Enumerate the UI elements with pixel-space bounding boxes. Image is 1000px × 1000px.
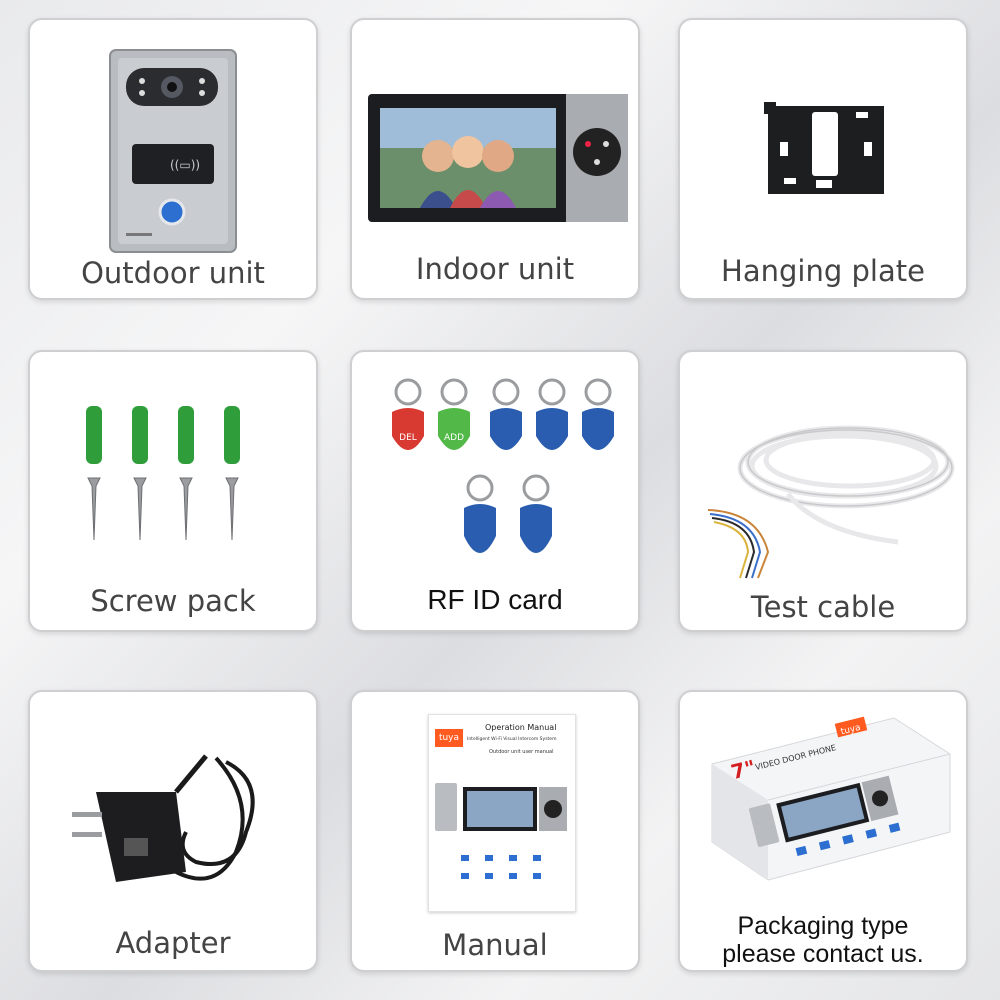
test-cable-label: Test cable (750, 590, 896, 624)
rfid-card-label: RF ID card (427, 584, 563, 615)
hanging-plate-label: Hanging plate (721, 254, 925, 288)
manual-section: Outdoor unit user manual (489, 749, 554, 755)
adapter-image (72, 754, 255, 882)
card-test-cable: Test cable (678, 350, 968, 632)
manual-subtitle: Intelligent Wi-Fi Visual Intercom System (467, 737, 557, 742)
rfid-tags-image: DEL ADD (392, 378, 614, 553)
test-cable-image (707, 425, 955, 579)
svg-text:((▭)): ((▭)) (170, 158, 200, 172)
card-rfid-card: DEL ADD RF ID card (350, 350, 640, 632)
card-screw-pack: Screw pack (28, 350, 318, 632)
card-outdoor-unit: ((▭)) Outdoor unit (28, 18, 318, 300)
manual-title: Operation Manual (485, 723, 557, 732)
add-tag-text: ADD (444, 433, 464, 443)
packaging-label-line2: please contact us. (722, 940, 924, 968)
indoor-unit-label: Indoor unit (415, 252, 575, 286)
outdoor-unit-image: ((▭)) (109, 49, 237, 253)
del-tag-text: DEL (399, 433, 417, 443)
hanging-plate-image (764, 102, 884, 194)
manual-page: tuya Operation Manual Intelligent Wi-Fi … (428, 714, 576, 912)
packaging-label: Packaging type please contact us. (680, 912, 966, 968)
packaging-box-image: tuya 7" VIDEO DOOR PHONE (711, 716, 951, 881)
box-size: 7" (729, 755, 758, 784)
manual-tuya-badge: tuya (435, 729, 463, 747)
adapter-label: Adapter (115, 926, 231, 960)
indoor-unit-image (368, 94, 628, 222)
manual-icons (461, 855, 541, 879)
outdoor-unit-label: Outdoor unit (81, 256, 265, 290)
card-indoor-unit: Indoor unit (350, 18, 640, 300)
box-tuya-badge: tuya (840, 723, 862, 738)
manual-label: Manual (442, 928, 548, 962)
screw-pack-label: Screw pack (90, 584, 256, 618)
card-packaging: tuya 7" VIDEO DOOR PHONE Packaging type … (678, 690, 968, 972)
card-manual: tuya Operation Manual Intelligent Wi-Fi … (350, 690, 640, 972)
screw-pack-image (86, 406, 240, 541)
packaging-label-line1: Packaging type (737, 912, 909, 940)
manual-product-image (435, 783, 567, 831)
card-adapter: Adapter (28, 690, 318, 972)
card-hanging-plate: Hanging plate (678, 18, 968, 300)
